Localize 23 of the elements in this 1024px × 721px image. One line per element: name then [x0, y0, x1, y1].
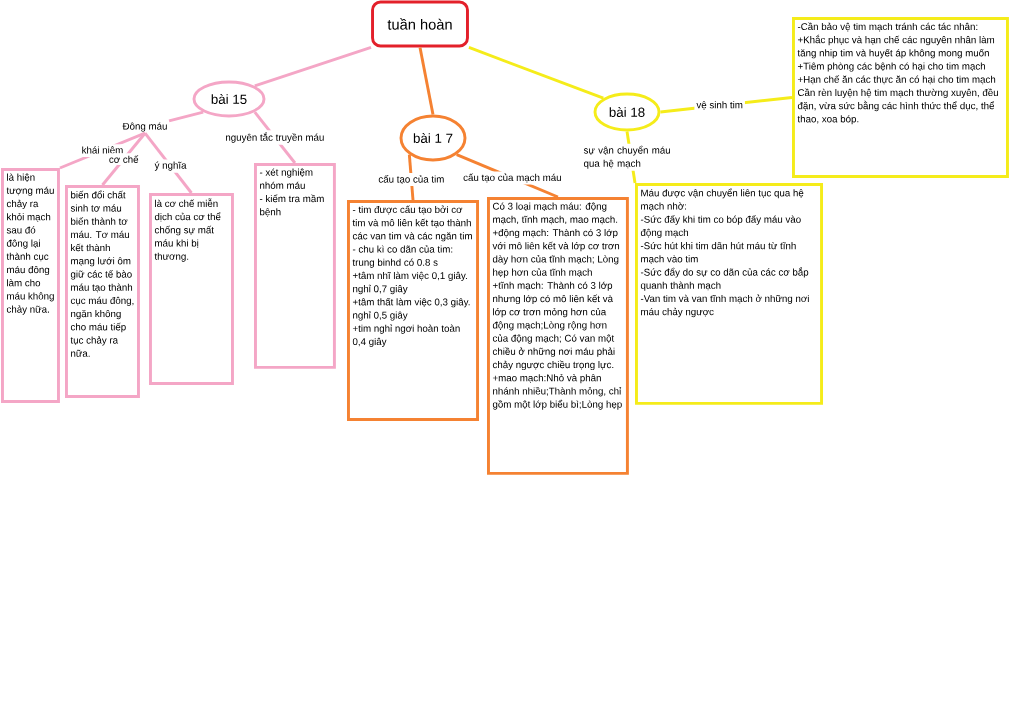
topic-box: tuần hoàn: [371, 0, 469, 48]
edge-label: sự vận chuyển máu qua hệ mạch: [581, 143, 681, 171]
connector-line: [168, 110, 204, 123]
connector-line: [254, 46, 372, 88]
note-box: - xét nghiệm nhóm máu - kiểm tra mầm bệnh: [254, 163, 336, 369]
note-box: - tim được cấu tạo bởi cơ tim và mô liên kết tạo thành các van tim và các ngăn tim - chu kì co dãn của tim: trung binhd có 0.8 s +tâm nhĩ làm việc 0,1 giây. nghỉ 0,7 giây +tâm thất làm việc 0,3 giây. nghỉ 0,5 giây +tim nghỉ ngơi hoàn toàn 0,4 giây: [347, 200, 479, 421]
edge-label: cấu tạo của tim: [376, 173, 447, 187]
branch-text: Đông máu: [122, 122, 167, 132]
edge-label: ý nghĩa: [152, 159, 189, 173]
note-box: Máu được vận chuyển liên tục qua hệ mạch nhờ: -Sức đẩy khi tim co bóp đẩy máu vào động mạch -Sức hút khi tim dãn hút máu từ tĩnh mạch vào tim -Sức đẩy do sự co dãn của các cơ bắp quanh thành mạch -Van tim và van tĩnh mạch ở những nơi máu chảy ngược: [635, 183, 823, 405]
connector-line: [418, 47, 435, 115]
edge-label: nguyên tắc truyền máu: [223, 130, 327, 145]
edge-label: cấu tạo của mạch máu: [461, 171, 564, 185]
note-box: Có 3 loại mạch máu: động mạch, tĩnh mạch, mao mạch. +động mạch: Thành có 3 lớp với mô liên kết và lớp cơ trơn dày hơn của tĩnh mạch; Lòng hẹp hơn của tĩnh mạch +tĩnh mạch: Thành có 3 lớp nhưng lớp có mô liên kết và lớp cơ trơn mỏng hơn của động mạch;Lòng rộng hơn của động mạch; Có van một chiều ở những nơi máu phải chảy ngược chiều trọng lực. +mao mạch:Nhỏ và phân nhánh nhiều;Thành mỏng, chỉ gồm một lớp biểu bì;Lòng hẹp: [487, 197, 629, 475]
edge-label: cơ chế: [106, 153, 141, 165]
note-box: là cơ chế miễn dịch của cơ thể chống sự mất máu khi bị thương.: [149, 193, 234, 385]
edge-label: vệ sinh tim: [694, 99, 745, 112]
connector-line: [101, 132, 147, 186]
connector-line: [468, 46, 604, 100]
edge-label: khái niệm: [79, 144, 126, 157]
note-box: là hiện tượng máu chảy ra khỏi mạch sau đó đông lại thành cục máu đông làm cho máu không chảy nữa.: [1, 168, 60, 403]
note-box: biến đổi chất sinh tơ máu biến thành tơ máu. Tơ máu kết thành mạng lưới ôm giữ các tế bào máu tạo thành cục máu đông, ngăn không cho máu tiếp tục chảy ra nữa.: [65, 185, 140, 398]
note-box: -Cần bảo vệ tim mạch tránh các tác nhân: +Khắc phục và hạn chế các nguyên nhân làm tăng nhip tim và huyết áp không mong muốn +Tiêm phòng các bệnh có hại cho tim mạch +Hạn chế ăn các thực ăn có hại cho tim mạch Cần rèn luyện hệ tim mạch thường xuyên, đều đặn, vừa sức bằng các hình thức thể dục, thể thao, xoa bóp.: [792, 17, 1009, 178]
